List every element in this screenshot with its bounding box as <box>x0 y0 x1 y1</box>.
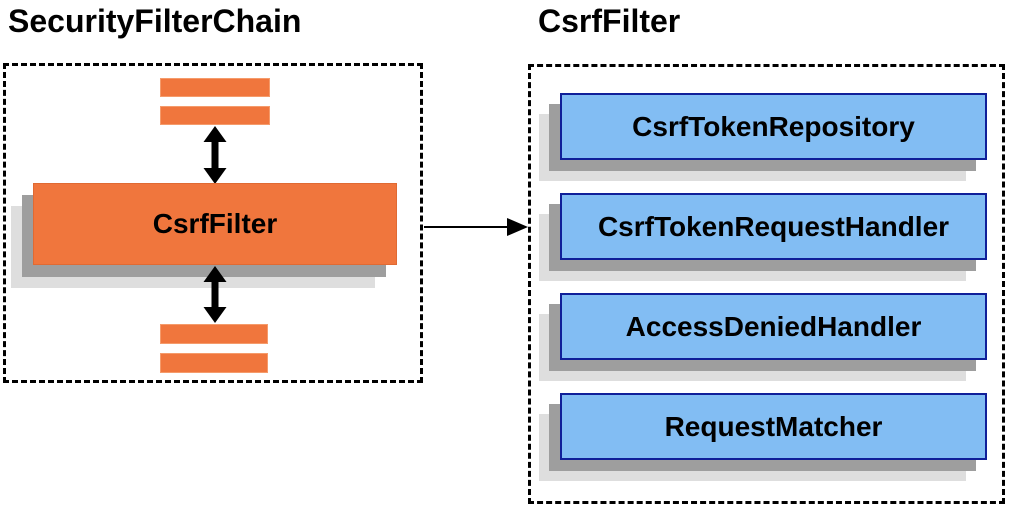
csrf-filter-detail-container <box>528 64 1005 504</box>
left-panel-title: SecurityFilterChain <box>8 3 302 39</box>
component-box-csrf-token-repository: CsrfTokenRepository <box>560 93 987 160</box>
double-arrow-icon <box>203 126 227 184</box>
flow-arrow-icon <box>424 218 528 236</box>
security-filter-chain-container <box>3 63 423 383</box>
csrf-filter-box: CsrfFilter <box>33 183 397 265</box>
double-arrow-icon <box>203 266 227 323</box>
filter-placeholder-bar <box>160 78 270 97</box>
component-box-access-denied-handler: AccessDeniedHandler <box>560 293 987 360</box>
component-box-request-matcher: RequestMatcher <box>560 393 987 460</box>
component-box-csrf-token-request-handler: CsrfTokenRequestHandler <box>560 193 987 260</box>
right-panel-title: CsrfFilter <box>538 3 681 39</box>
filter-placeholder-bar <box>160 324 268 344</box>
filter-placeholder-bar <box>160 106 270 125</box>
filter-placeholder-bar <box>160 353 268 373</box>
